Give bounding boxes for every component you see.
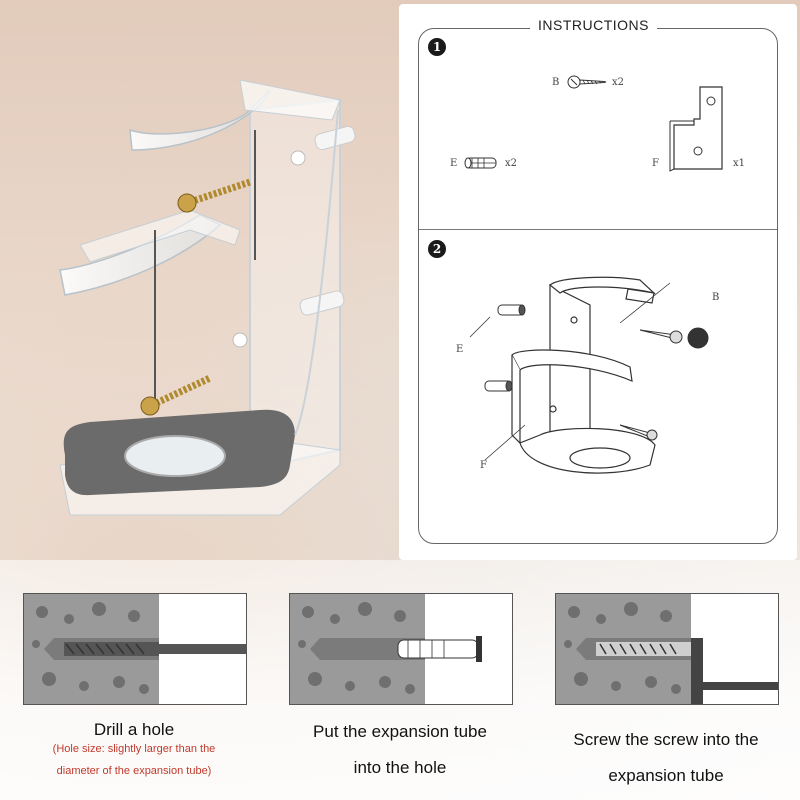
assembly-diagram [469, 276, 709, 474]
step-1-badge: 1 [428, 38, 446, 56]
screw-illustration [556, 594, 778, 704]
step-2-badge: 2 [428, 240, 446, 258]
part-b-qty: x2 [612, 77, 625, 88]
part-f-qty: x1 [733, 158, 746, 169]
acrylic-holder-photo [59, 79, 356, 516]
step-tube-caption-line2: into the hole [353, 758, 447, 777]
drill-illustration [24, 594, 246, 704]
diagram-label-b: B [712, 292, 720, 303]
part-b-label: B [552, 77, 560, 88]
diagram-label-f: F [480, 460, 487, 471]
screw-icon [567, 75, 607, 89]
step-tube-card [289, 593, 513, 705]
step-drill-card [23, 593, 247, 705]
step-drill-note-line1: (Hole size: slightly larger than the [52, 743, 216, 755]
diagram-label-e: E [456, 344, 464, 355]
part-e-label: E [450, 158, 458, 169]
expansion-tube-icon [464, 157, 497, 169]
bracket-part-icon [669, 86, 723, 172]
step-divider [419, 229, 777, 230]
expansion-tube-illustration [290, 594, 482, 704]
step-drill-caption: Drill a hole [93, 720, 175, 739]
instructions-title: INSTRUCTIONS [530, 17, 657, 33]
part-f-label: F [652, 158, 659, 169]
step-screw-caption-line2: expansion tube [608, 766, 724, 785]
step-screw-card [555, 593, 779, 705]
part-e-qty: x2 [505, 158, 518, 169]
step-drill-note-line2: diameter of the expansion tube) [56, 765, 212, 777]
step-tube-caption-line1: Put the expansion tube [313, 722, 487, 741]
step-screw-caption-line1: Screw the screw into the [573, 730, 759, 749]
